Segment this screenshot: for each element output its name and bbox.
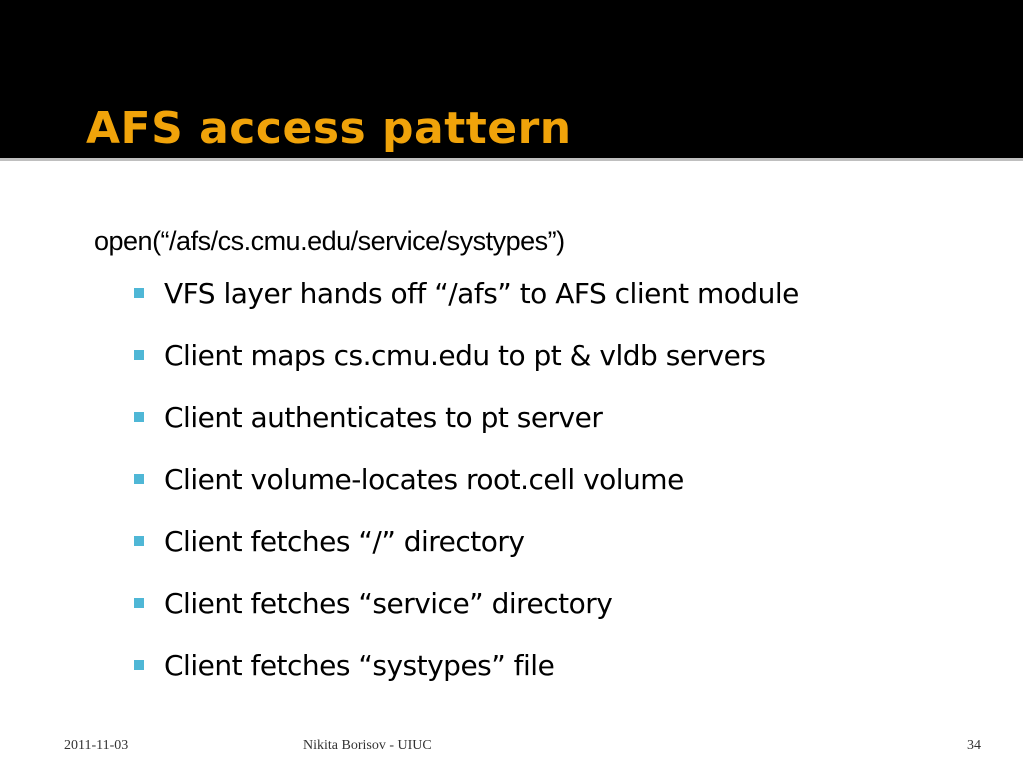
square-bullet-icon <box>134 350 144 360</box>
square-bullet-icon <box>134 288 144 298</box>
square-bullet-icon <box>134 660 144 670</box>
slide-title: AFS access pattern <box>86 103 572 154</box>
bullet-item: Client fetches “systypes” file <box>130 644 990 688</box>
bullet-item: Client volume-locates root.cell volume <box>130 458 990 502</box>
bullet-item: Client authenticates to pt server <box>130 396 990 440</box>
bullet-item: Client maps cs.cmu.edu to pt & vldb serv… <box>130 334 990 378</box>
square-bullet-icon <box>134 474 144 484</box>
bullet-text: Client volume-locates root.cell volume <box>164 463 684 496</box>
title-divider <box>0 158 1023 161</box>
bullet-item: VFS layer hands off “/afs” to AFS client… <box>130 272 990 316</box>
bullet-item: Client fetches “/” directory <box>130 520 990 564</box>
bullet-text: Client authenticates to pt server <box>164 401 603 434</box>
bullet-text: Client fetches “systypes” file <box>164 649 555 682</box>
bullet-text: Client maps cs.cmu.edu to pt & vldb serv… <box>164 339 766 372</box>
bullet-text: Client fetches “/” directory <box>164 525 525 558</box>
page-number: 34 <box>967 738 981 753</box>
title-band <box>0 0 1023 158</box>
code-example: open(“/afs/cs.cmu.edu/service/systypes”) <box>94 226 565 256</box>
square-bullet-icon <box>134 598 144 608</box>
bullet-item: Client fetches “service” directory <box>130 582 990 626</box>
footer-date: 2011-11-03 <box>64 738 129 753</box>
bullet-text: Client fetches “service” directory <box>164 587 613 620</box>
footer-author: Nikita Borisov - UIUC <box>303 738 432 753</box>
bullet-text: VFS layer hands off “/afs” to AFS client… <box>164 277 799 310</box>
square-bullet-icon <box>134 536 144 546</box>
bullet-list: VFS layer hands off “/afs” to AFS client… <box>130 272 990 706</box>
square-bullet-icon <box>134 412 144 422</box>
